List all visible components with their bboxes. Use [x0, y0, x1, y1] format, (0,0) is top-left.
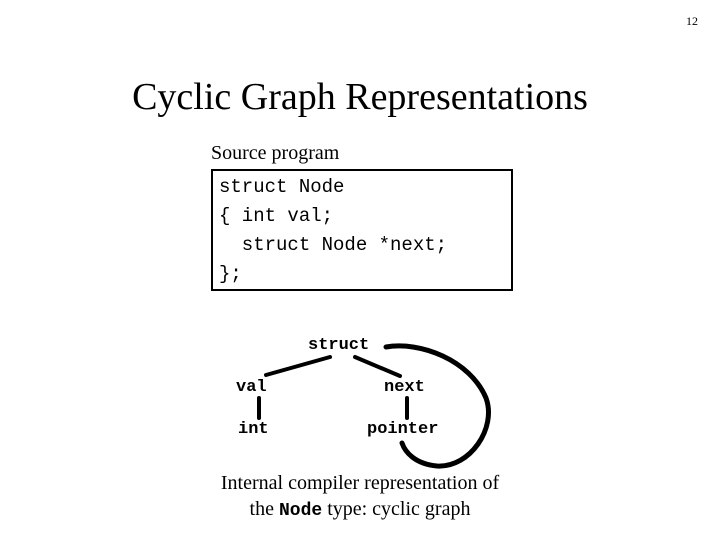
- source-code-text: struct Node { int val; struct Node *next…: [219, 176, 448, 285]
- edge-struct-val: [264, 355, 332, 377]
- graph-node-val: val: [236, 378, 267, 397]
- figure-caption: Internal compiler representation of the …: [0, 470, 720, 524]
- caption-line-1: Internal compiler representation of: [220, 472, 500, 494]
- page-title: Cyclic Graph Representations: [132, 76, 588, 118]
- graph-node-int: int: [238, 420, 269, 439]
- graph-node-struct: struct: [308, 336, 370, 355]
- page-number: 12: [686, 14, 698, 28]
- caption-line-2-suffix: type: cyclic graph: [322, 498, 471, 520]
- caption-line-2: the Node type: cyclic graph: [0, 496, 720, 524]
- edge-pointer-struct-back-edge: [383, 343, 491, 469]
- caption-line-2-prefix: the: [249, 498, 279, 520]
- source-program-label: Source program: [211, 142, 340, 164]
- caption-type-name: Node: [278, 501, 323, 521]
- graph-node-pointer: pointer: [367, 420, 439, 439]
- edge-struct-next: [353, 355, 402, 378]
- source-code-box: struct Node { int val; struct Node *next…: [211, 169, 513, 291]
- graph-node-next: next: [384, 378, 425, 397]
